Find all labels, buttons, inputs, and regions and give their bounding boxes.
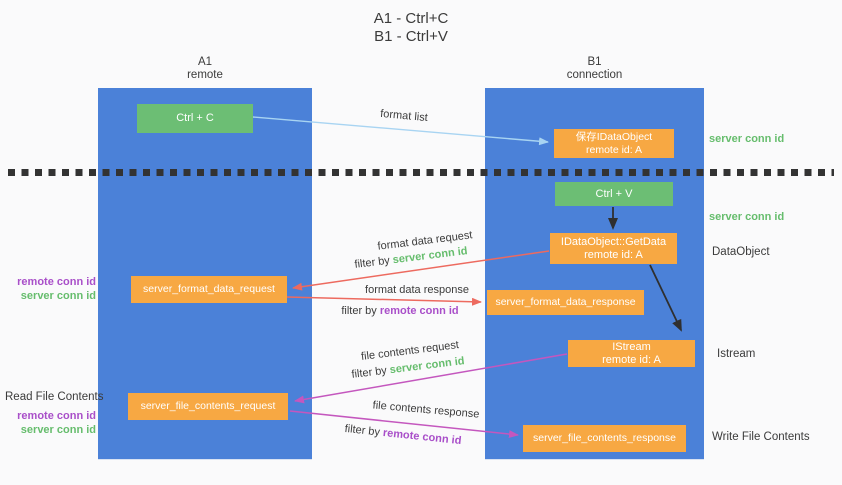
node-server-format-data-response: server_format_data_response — [487, 290, 644, 315]
annotation-server-conn-id-top: server conn id — [709, 133, 785, 145]
annotation-conn-ids-bottom: remote conn id server conn id — [8, 410, 96, 437]
node-save-idataobject: 保存IDataObject remote id: A — [554, 129, 674, 158]
diagram-title: A1 - Ctrl+C B1 - Ctrl+V — [0, 10, 822, 46]
node-file-response-label: server_file_contents_response — [532, 432, 676, 444]
node-idataobject-getdata: IDataObject::GetData remote id: A — [550, 233, 677, 264]
lifeline-header-a1: A1 remote — [98, 56, 312, 82]
annotation-dataobject: DataObject — [712, 246, 770, 258]
annotation-server-conn-id-left-top: server conn id — [20, 289, 96, 302]
node-istream: IStream remote id: A — [568, 340, 695, 367]
node-istream-line2: remote id: A — [602, 353, 661, 366]
arrow-file-contents-response — [289, 410, 519, 439]
annotation-istream: Istream — [717, 348, 756, 360]
node-ctrl-v: Ctrl + V — [555, 182, 673, 206]
lifeline-a1-role: remote — [187, 69, 223, 81]
node-ctrl-v-label: Ctrl + V — [595, 187, 633, 200]
title-line-ctrl-c: A1 - Ctrl+C — [373, 10, 449, 27]
filter-key-remote-conn-id: remote conn id — [379, 305, 459, 317]
annotation-read-file-contents-block: Read File Contents — [5, 391, 104, 405]
node-istream-line1: IStream — [612, 340, 651, 353]
node-ctrl-c: Ctrl + C — [137, 104, 253, 133]
arrow-file-contents-request — [294, 353, 568, 404]
arrow-format-list — [252, 116, 549, 146]
node-format-response-label: server_format_data_response — [495, 296, 636, 308]
arrow-format-data-response — [286, 296, 482, 306]
lifeline-b1-id: B1 — [587, 56, 602, 68]
node-server-file-contents-request: server_file_contents_request — [128, 393, 288, 420]
arrow-format-data-request — [292, 250, 550, 291]
node-save-idataobject-line2: remote id: A — [585, 143, 643, 156]
annotation-remote-conn-id-bottom: remote conn id — [17, 410, 96, 422]
lifeline-b1-role: connection — [566, 69, 623, 81]
annotation-server-conn-id-left-bottom: server conn id — [20, 423, 96, 436]
node-save-idataobject-line1: 保存IDataObject — [575, 130, 653, 143]
title-line-ctrl-v: B1 - Ctrl+V — [374, 28, 448, 45]
node-server-file-contents-response: server_file_contents_response — [523, 425, 686, 452]
node-file-request-label: server_file_contents_request — [140, 400, 276, 412]
node-getdata-line2: remote id: A — [584, 248, 643, 261]
node-format-request-label: server_format_data_request — [143, 283, 275, 295]
node-server-format-data-request: server_format_data_request — [131, 276, 287, 303]
node-getdata-line1: IDataObject::GetData — [560, 235, 667, 248]
lifeline-a1-id: A1 — [197, 56, 213, 68]
node-ctrl-c-label: Ctrl + C — [176, 112, 214, 124]
annotation-server-conn-id-mid: server conn id — [709, 211, 785, 223]
lifeline-header-b1: B1 connection — [485, 56, 704, 82]
annotation-remote-conn-id-top: remote conn id — [17, 276, 96, 288]
arrow-getdata-to-istream — [649, 264, 682, 332]
dotted-divider — [8, 169, 834, 176]
annotation-read-file-contents: Read File Contents — [5, 391, 104, 403]
annotation-write-file-contents: Write File Contents — [712, 431, 810, 443]
filter-prefix: filter by — [341, 305, 377, 317]
annotation-conn-ids-top: remote conn id server conn id — [8, 276, 96, 303]
label-format-data-response: format data response — [365, 284, 469, 296]
